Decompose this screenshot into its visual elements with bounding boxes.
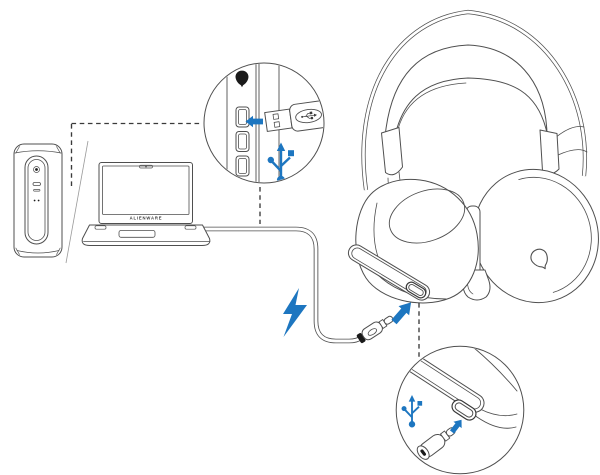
usb-c-port-closeup — [451, 399, 477, 421]
webcam — [139, 164, 153, 169]
usb-c-connector — [356, 315, 394, 344]
usb-ports-callout — [203, 62, 325, 184]
left-ear-cup — [347, 178, 479, 304]
cable-strain-relief — [356, 333, 366, 344]
insert-arrow-icon — [449, 419, 462, 434]
usb-port — [235, 131, 250, 152]
charging-cable — [202, 226, 363, 344]
headset — [347, 9, 599, 304]
lightning-bolt-icon — [283, 288, 307, 337]
panel-dot — [232, 177, 242, 183]
usb-trident-icon — [267, 142, 294, 183]
usb-a-shield — [264, 108, 293, 132]
tower-front-port — [32, 182, 41, 186]
power-button — [33, 166, 40, 173]
laptop-base — [81, 224, 211, 246]
usb-port — [235, 155, 250, 177]
usb-trident-icon — [301, 111, 317, 120]
tower-front-trim — [24, 155, 49, 245]
touchpad — [118, 230, 156, 238]
usb-port — [235, 106, 250, 128]
connector-tip — [383, 315, 394, 325]
diagonal-leader-line — [65, 140, 89, 264]
usb-c-callout — [395, 345, 525, 475]
desktop-tower — [13, 143, 63, 258]
laptop: ALIENWARE — [81, 162, 211, 246]
right-headband-slider — [539, 129, 560, 175]
insert-arrow-icon — [245, 115, 263, 128]
laptop-screen — [98, 162, 193, 224]
usb-c-connector-closeup — [416, 427, 456, 460]
alienware-label: ALIENWARE — [130, 216, 163, 221]
usb-a-connector — [264, 100, 324, 132]
left-headband-slider — [381, 127, 403, 176]
insert-arrow-icon — [391, 302, 412, 325]
usb-trident-icon — [401, 395, 423, 428]
headband-cushion — [383, 44, 548, 154]
usb-c-port — [405, 281, 427, 299]
